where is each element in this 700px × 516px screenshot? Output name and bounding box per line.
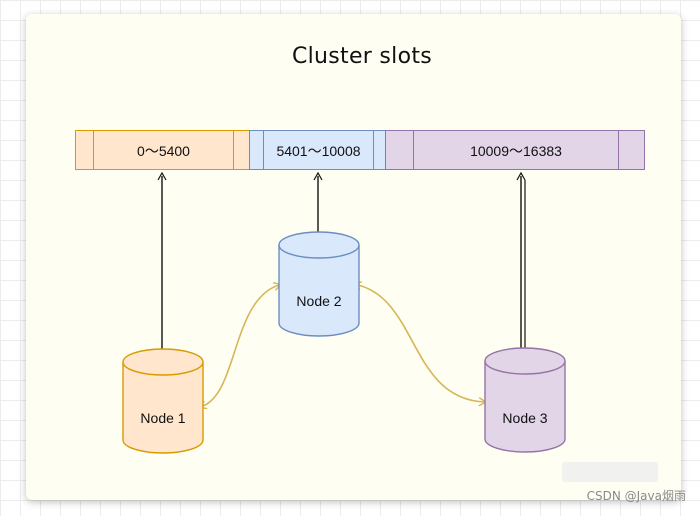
slot-segment-3-left-cap xyxy=(385,130,414,170)
slot-segment-1 xyxy=(93,130,234,170)
slot-segment-3-right-cap xyxy=(618,130,645,170)
node-2-label: Node 2 xyxy=(296,293,342,309)
node-2: Node 2 xyxy=(278,230,360,338)
link-node2-node3 xyxy=(352,281,488,407)
node-3-label: Node 3 xyxy=(502,410,548,426)
database-cylinder-icon xyxy=(484,347,566,453)
database-cylinder-icon xyxy=(122,348,204,454)
slot-segment-2-left-cap xyxy=(249,130,264,170)
database-cylinder-icon xyxy=(278,231,360,337)
watermark: CSDN @Java烟雨 xyxy=(586,489,686,503)
slot-segment-3 xyxy=(413,130,619,170)
slot-segment-2 xyxy=(263,130,374,170)
diagram-title: Cluster slots xyxy=(291,44,433,69)
node-1-label: Node 1 xyxy=(140,410,186,426)
node-3: Node 3 xyxy=(484,346,566,454)
link-node1-node2 xyxy=(197,282,283,410)
node-1: Node 1 xyxy=(122,347,204,455)
slots-bar: 0～5400 5401～10008 10009～16383 xyxy=(75,130,645,172)
slot-segment-1-right-cap xyxy=(233,130,250,170)
slot-range-1-label: 0～5400 xyxy=(137,143,190,159)
slot-range-3-label: 10009～16383 xyxy=(470,143,562,159)
blurred-overlay xyxy=(562,462,658,482)
slot-segment-1-left-cap xyxy=(75,130,94,170)
slot-range-2-label: 5401～10008 xyxy=(276,143,361,159)
